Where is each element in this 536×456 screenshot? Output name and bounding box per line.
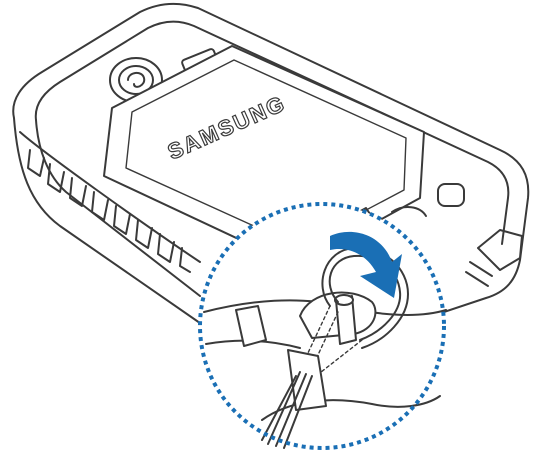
speaker-grille [438, 184, 464, 206]
magnified-inset [200, 204, 446, 448]
